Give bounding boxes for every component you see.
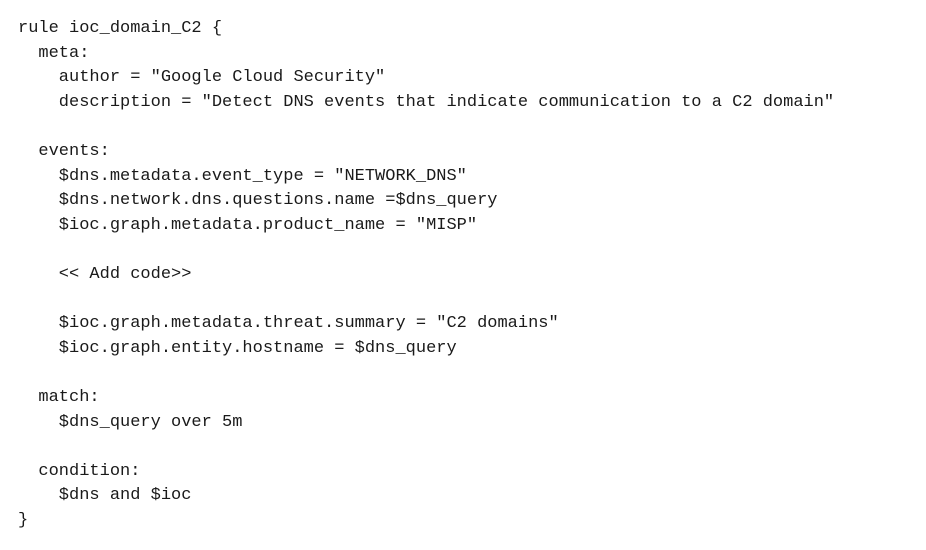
code-line — [18, 361, 834, 386]
code-line: $ioc.graph.entity.hostname = $dns_query — [18, 338, 457, 358]
code-line: events: — [18, 141, 110, 161]
code-line — [18, 435, 834, 460]
code-line: $dns and $ioc — [18, 486, 192, 506]
code-block: rule ioc_domain_C2 { meta: author = "Goo… — [18, 17, 834, 533]
code-line: $dns.metadata.event_type = "NETWORK_DNS" — [18, 166, 467, 186]
code-line: << Add code>> — [18, 264, 192, 284]
code-line: match: — [18, 387, 100, 407]
code-line: meta: — [18, 43, 90, 63]
code-line: condition: — [18, 461, 141, 481]
code-line: author = "Google Cloud Security" — [18, 68, 386, 88]
code-line — [18, 288, 834, 313]
code-line: $ioc.graph.metadata.product_name = "MISP… — [18, 215, 478, 235]
code-line: $ioc.graph.metadata.threat.summary = "C2… — [18, 314, 559, 334]
code-line — [18, 115, 834, 140]
code-line: $dns_query over 5m — [18, 412, 243, 432]
code-line: } — [18, 510, 29, 530]
code-line: rule ioc_domain_C2 { — [18, 19, 223, 38]
code-line — [18, 238, 834, 263]
code-line: $dns.network.dns.questions.name =$dns_qu… — [18, 191, 498, 211]
code-line: description = "Detect DNS events that in… — [18, 92, 835, 112]
